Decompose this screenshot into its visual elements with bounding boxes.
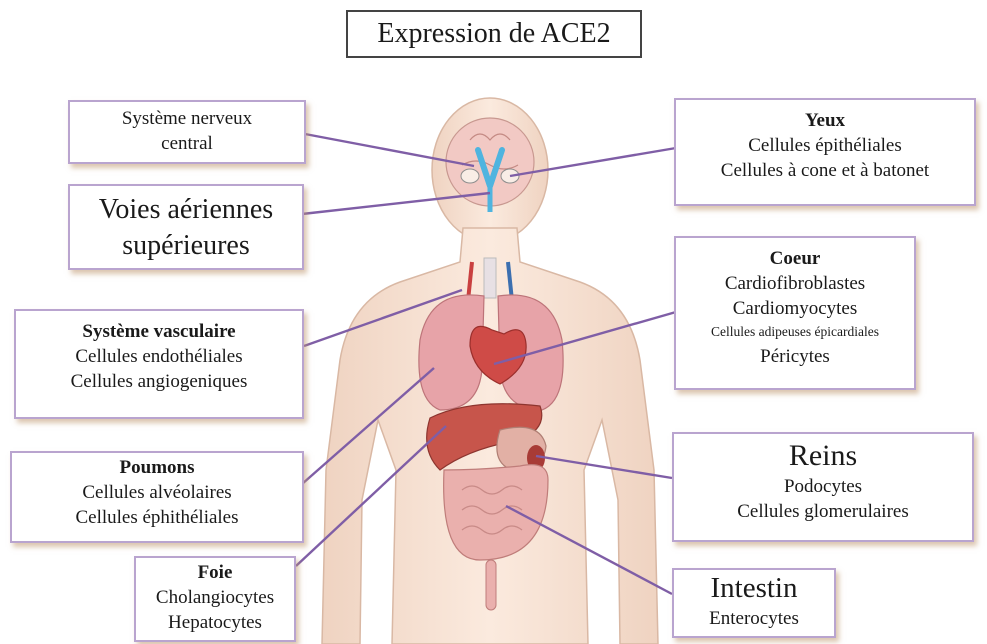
coeur-line-1: Cardiofibroblastes [676,271,914,296]
intestin-heading: Intestin [674,570,834,606]
yeux-heading: Yeux [676,108,974,133]
snc-line-1: Système nerveux [70,106,304,131]
poumons-line-2: Cellules éphithéliales [12,505,302,530]
coeur-line-4: Péricytes [676,344,914,369]
snc-line-2: central [70,131,304,156]
poumons-line-1: Cellules alvéolaires [12,480,302,505]
coeur-line-3: Cellules adipeuses épicardiales [676,321,914,344]
vasc-line-2: Cellules angiogeniques [16,369,302,394]
foie-line-1: Cholangiocytes [136,585,294,610]
reins-line-1: Podocytes [674,474,972,499]
label-foie: Foie Cholangiocytes Hepatocytes [134,556,296,642]
intestin-line-1: Enterocytes [674,606,834,631]
label-poumons: Poumons Cellules alvéolaires Cellules ép… [10,451,304,543]
label-yeux: Yeux Cellules épithéliales Cellules à co… [674,98,976,206]
coeur-heading: Coeur [676,246,914,271]
label-voies-aeriennes: Voies aériennes supérieures [68,184,304,270]
foie-line-2: Hepatocytes [136,610,294,635]
label-intestin: Intestin Enterocytes [672,568,836,638]
foie-heading: Foie [136,560,294,585]
label-systeme-nerveux: Système nerveux central [68,100,306,164]
reins-heading: Reins [674,438,972,474]
vas-line-2: supérieures [70,228,302,264]
label-coeur: Coeur Cardiofibroblastes Cardiomyocytes … [674,236,916,390]
yeux-line-1: Cellules épithéliales [676,133,974,158]
poumons-heading: Poumons [12,455,302,480]
vasc-line-1: Cellules endothéliales [16,344,302,369]
yeux-line-2: Cellules à cone et à batonet [676,158,974,183]
vasc-heading: Système vasculaire [16,319,302,344]
reins-line-2: Cellules glomerulaires [674,499,972,524]
diagram-title: Expression de ACE2 [346,10,642,58]
label-systeme-vasculaire: Système vasculaire Cellules endothéliale… [14,309,304,419]
label-reins: Reins Podocytes Cellules glomerulaires [672,432,974,542]
coeur-line-2: Cardiomyocytes [676,296,914,321]
vas-line-1: Voies aériennes [70,192,302,228]
